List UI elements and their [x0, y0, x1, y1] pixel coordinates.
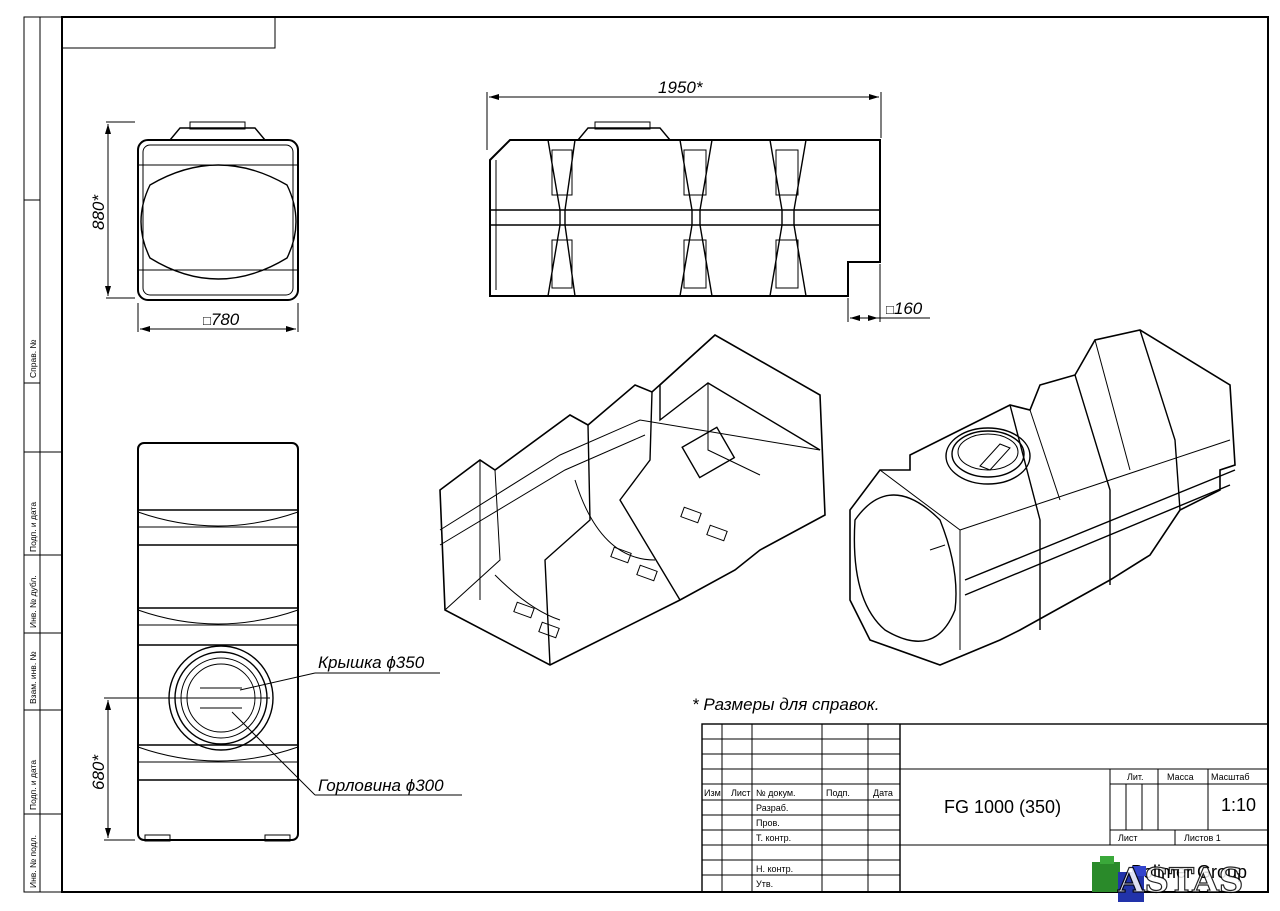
sheet-label: Лист [1118, 833, 1138, 843]
row-utv: Утв. [756, 879, 773, 889]
col-date: Дата [873, 788, 893, 798]
col-doc: № докум. [756, 788, 796, 798]
drawing-frame [23, 16, 1269, 893]
col-izm: Изм. [704, 788, 723, 798]
astas-logo: ASTAS [1092, 856, 1244, 902]
stamp-inv-dubl: Инв. № дубл. [28, 575, 38, 628]
row-prov: Пров. [756, 818, 780, 828]
company-name: Polimer Group [1131, 862, 1247, 882]
model-title: FG 1000 (350) [944, 797, 1061, 817]
svg-text:□160: □160 [886, 299, 923, 318]
title-block [701, 723, 1269, 893]
dim-hatch-label: 680* [89, 754, 108, 790]
svg-text:□780: □780 [203, 310, 240, 329]
row-nkontr: Н. контр. [756, 864, 793, 874]
stamp-vzam: Взам. инв. № [28, 651, 38, 704]
stamp-podp-2: Подп. и дата [28, 760, 38, 810]
svg-text:ASTAS: ASTAS [1117, 861, 1243, 901]
dim-foot-label: 160 [894, 299, 923, 318]
neck-diameter-symbol: ϕ [406, 776, 415, 795]
lid-label: Крышка [318, 653, 382, 672]
dim-height: 880* [89, 121, 135, 299]
isometric-view-bottom [439, 334, 826, 666]
end-view [137, 121, 299, 301]
reference-note: * Размеры для справок. [692, 695, 880, 714]
scale-header: Масштаб [1211, 772, 1250, 782]
stamp-sprav: Справ. № [28, 339, 38, 378]
sheets-label: Листов 1 [1184, 833, 1221, 843]
row-tkontr: Т. контр. [756, 833, 791, 843]
col-podp: Подп. [826, 788, 850, 798]
dim-hatch: 680* [89, 697, 270, 841]
dim-foot-square: □ [886, 302, 894, 317]
neck-label: Горловина [318, 776, 401, 795]
dim-width-square: □ [203, 313, 211, 328]
side-stamp: Справ. № Подп. и дата Инв. № дубл. Взам.… [28, 339, 38, 888]
dim-foot: □160 [847, 264, 930, 322]
isometric-view-top [849, 329, 1236, 666]
col-list: Лист [731, 788, 751, 798]
dim-height-label: 880* [89, 194, 108, 230]
lid-diameter-symbol: ϕ [386, 653, 395, 672]
stamp-inv-podl: Инв. № подл. [28, 835, 38, 888]
svg-text:Горловина ϕ300: Горловина ϕ300 [318, 776, 444, 795]
top-view [137, 442, 299, 842]
dim-width-label: 780 [211, 310, 240, 329]
mass-header: Масса [1167, 772, 1194, 782]
dim-width: □780 [137, 303, 299, 332]
dim-length: 1950* [486, 78, 882, 150]
dim-length-label: 1950* [658, 78, 704, 97]
title-block-text: Изм. Лист № докум. Подп. Дата Разраб. Пр… [704, 772, 1256, 889]
lid-value: 350 [396, 653, 425, 672]
lit-header: Лит. [1127, 772, 1144, 782]
neck-value: 300 [415, 776, 444, 795]
neck-callout: Горловина ϕ300 [231, 711, 462, 796]
side-view [489, 121, 881, 297]
svg-text:Крышка ϕ350: Крышка ϕ350 [318, 653, 425, 672]
stamp-podp-1: Подп. и дата [28, 502, 38, 552]
scale-value: 1:10 [1221, 795, 1256, 815]
lid-callout: Крышка ϕ350 [239, 653, 440, 691]
row-razrab: Разраб. [756, 803, 788, 813]
